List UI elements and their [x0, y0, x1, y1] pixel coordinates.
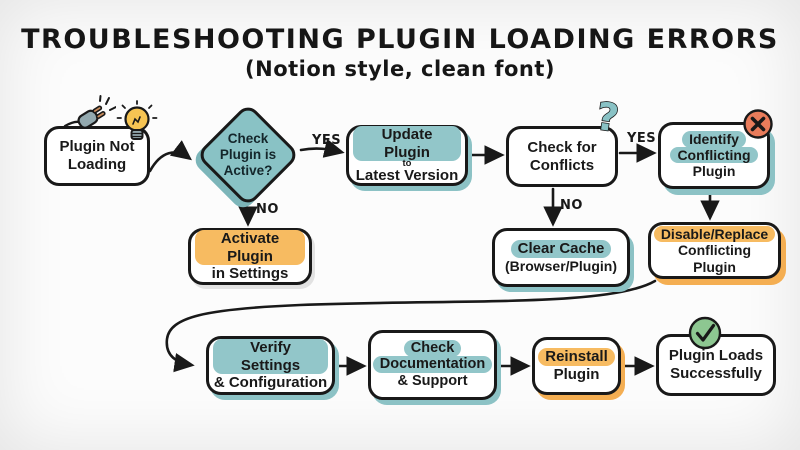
x-circle-icon: [743, 109, 773, 139]
edge-label-yes-1: YES: [312, 133, 342, 148]
node-text: & Configuration: [213, 374, 328, 392]
node-plugin-loads-successfully: Plugin Loads Successfully: [656, 334, 776, 396]
node-activate-plugin: Activate Plugin in Settings: [188, 228, 312, 285]
edge-decision-yes-to-update: [299, 138, 345, 158]
highlighted-text: Verify Settings: [213, 338, 328, 375]
highlighted-text: Disable/Replace: [653, 225, 776, 243]
edge-label-no-1: NO: [256, 202, 279, 217]
node-reinstall-plugin: Reinstall Plugin: [532, 337, 621, 395]
node-update-plugin: Update Plugin to Latest Version: [346, 125, 468, 186]
page-title: TROUBLESHOOTING PLUGIN LOADING ERRORS: [21, 24, 779, 55]
node-text: Plugin Loads: [668, 347, 764, 365]
node-text: Latest Version: [355, 167, 459, 185]
highlighted-text: Identify: [682, 131, 746, 148]
title-block: TROUBLESHOOTING PLUGIN LOADING ERRORS (N…: [0, 24, 800, 81]
highlighted-text: Conflicting: [670, 146, 758, 164]
node-text: Plugin Not: [59, 138, 135, 156]
node-text: in Settings: [211, 265, 289, 283]
node-text: & Support: [397, 373, 468, 390]
node-check-plugin-active: Check Plugin is Active?: [195, 102, 301, 208]
edge-start-to-decision: [148, 140, 192, 173]
plug-icon: [63, 95, 116, 129]
node-text: Conflicting Plugin: [677, 242, 752, 275]
node-text: Plugin: [692, 163, 736, 180]
highlighted-text: Documentation: [372, 355, 493, 374]
node-text: Plugin: [553, 366, 600, 383]
svg-text:?: ?: [593, 94, 621, 141]
lightbulb-icon: [116, 100, 158, 140]
highlighted-text: Reinstall: [538, 348, 615, 366]
node-text: Successfully: [670, 365, 762, 382]
check-circle-icon: [688, 316, 722, 350]
node-text: Loading: [67, 156, 127, 173]
node-check-documentation: Check Documentation & Support: [368, 330, 497, 400]
node-text: Active?: [223, 162, 273, 178]
node-text: Check: [227, 131, 269, 147]
node-disable-replace: Disable/Replace Conflicting Plugin: [648, 222, 781, 279]
node-text: Conflicts: [529, 156, 595, 174]
question-mark-icon: ?: [593, 94, 623, 141]
edge-label-no-2: NO: [560, 198, 583, 213]
edge-label-yes-2: YES: [627, 131, 657, 146]
node-text: to: [402, 158, 412, 170]
page-subtitle: (Notion style, clean font): [245, 57, 555, 81]
node-text: (Browser/Plugin): [504, 258, 617, 275]
node-verify-settings: Verify Settings & Configuration: [206, 336, 335, 395]
highlighted-text: Update Plugin: [353, 125, 461, 162]
highlighted-text: Clear Cache: [510, 240, 612, 259]
node-clear-cache: Clear Cache (Browser/Plugin): [492, 228, 630, 287]
highlighted-text: Check: [403, 339, 462, 357]
node-text: Plugin is: [219, 147, 277, 163]
node-text: Check for: [527, 138, 597, 156]
highlighted-text: Activate Plugin: [195, 229, 305, 266]
node-check-for-conflicts: Check for Conflicts: [506, 126, 618, 187]
decision-text: Check Plugin is Active?: [193, 126, 303, 184]
